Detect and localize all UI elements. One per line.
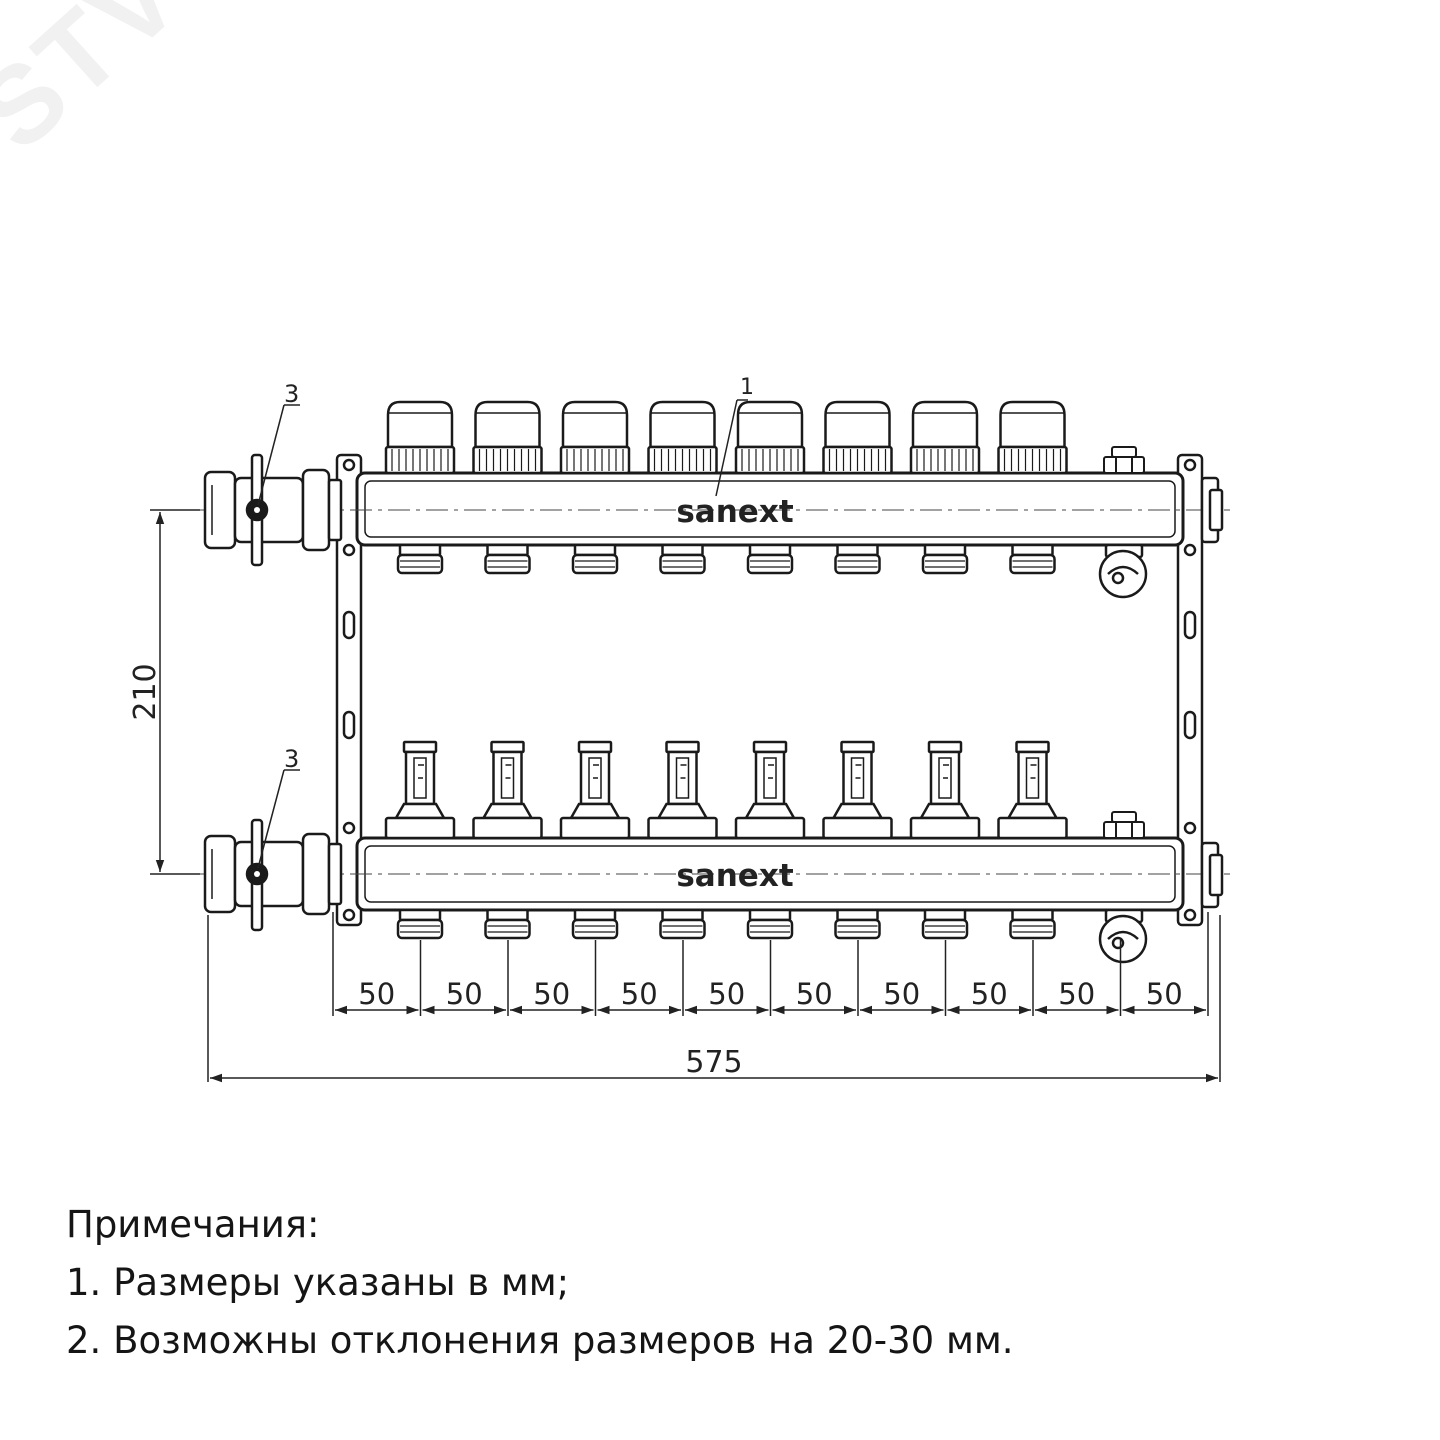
dimension-spacing-label: 50 [358,977,395,1011]
dimension-spacing-label: 50 [533,977,570,1011]
left-bracket [335,453,363,927]
dimension-overall [207,915,1221,1083]
lower-flow-meters [384,740,1068,840]
notes-heading: Примечания: [66,1203,320,1246]
outlet-nipple [834,543,881,575]
dimension-spacing-label: 50 [971,977,1008,1011]
outlet-nipple [921,908,969,940]
valve-cap [472,400,543,475]
ball-valve-bottom [203,818,343,932]
lower-manifold [160,836,1230,912]
flow-meter [559,740,631,840]
dimension-spacing-chain: 50 50 50 50 50 50 50 50 50 50 [332,912,1209,1016]
dimension-spacing-label: 50 [796,977,833,1011]
right-end-caps [1200,476,1224,909]
brand-label-upper: sanext [676,494,793,530]
flow-meter [647,740,718,840]
valve-cap [822,400,893,475]
side-brackets [335,453,1204,927]
dimension-height-label: 210 [128,663,163,720]
outlet-nipple [746,543,794,575]
valve-cap [997,400,1068,475]
air-vents [1103,446,1145,839]
outlet-nipple [659,908,706,940]
outlet-nipple [1009,908,1056,940]
flow-meter [997,740,1068,840]
dimension-overall-label: 575 [685,1045,742,1080]
callouts [257,399,748,869]
outlet-nipple [834,908,881,940]
brand-label-lower: sanext [676,858,793,894]
valve-cap [384,400,456,475]
dimension-spacing-label: 50 [883,977,920,1011]
dimension-spacing-label: 50 [1058,977,1095,1011]
drain-cocks [1098,543,1148,964]
flow-meter [734,740,806,840]
outlet-nipple [1009,543,1056,575]
valve-cap [647,400,718,475]
callout-manifold-number: 1 [740,375,754,400]
flow-meter [472,740,543,840]
dimension-spacing-label: 50 [708,977,745,1011]
ball-valve-top [203,453,343,567]
note-item-1: 1. Размеры указаны в мм; [66,1261,570,1304]
outlet-nipple [396,908,444,940]
notes-block: Примечания: 1. Размеры указаны в мм; 2. … [66,1196,1014,1370]
dimension-spacing-label: 50 [446,977,483,1011]
valve-cap [559,400,631,475]
outlet-nipple [571,908,619,940]
callout-valve-top-number: 3 [284,380,299,408]
outlet-nipple [484,908,531,940]
flow-meter [822,740,893,840]
outlet-nipples [396,543,1056,940]
right-bracket [1176,453,1204,927]
flow-meter [909,740,981,840]
flow-meter [384,740,456,840]
outlet-nipple [746,908,794,940]
upper-valve-caps [384,400,1068,475]
dimension-spacing-label: 50 [621,977,658,1011]
dimension-spacing-label: 50 [1146,977,1183,1011]
outlet-nipple [659,543,706,575]
callout-valve-bottom-number: 3 [284,745,299,773]
outlet-nipple [484,543,531,575]
valve-cap [734,400,806,475]
outlet-nipple [571,543,619,575]
valve-cap [909,400,981,475]
outlet-nipple [921,543,969,575]
note-item-2: 2. Возможны отклонения размеров на 20-30… [66,1319,1014,1362]
outlet-nipple [396,543,444,575]
dimension-vertical [150,509,200,875]
